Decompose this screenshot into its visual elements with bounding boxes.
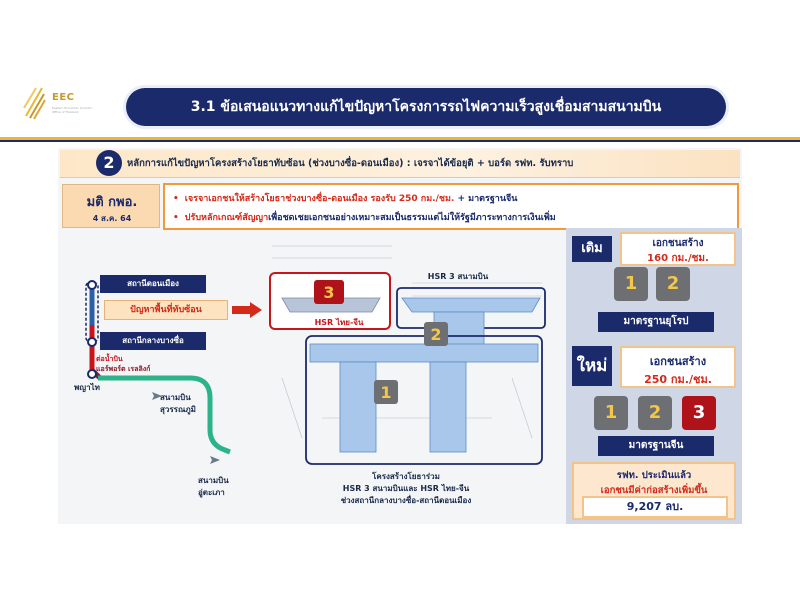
old-square-2: 2 <box>656 267 690 301</box>
green-line <box>98 375 231 455</box>
cost-line-2: เอกชนมีค่าก่อสร้างเพิ่มขึ้น <box>600 485 708 496</box>
eec-logo: EEC Eastern Economic Corridor Office of … <box>22 86 92 126</box>
label-hsr3: HSR 3 สนามบิน <box>427 272 489 281</box>
title-banner: 3.1 ข้อเสนอแนวทางแก้ไขปัญหาโครงการรถไฟคว… <box>126 88 726 126</box>
plane-icon-1 <box>152 392 162 400</box>
section-header-text: หลักการแก้ไขปัญหาโครงสร้างโยธาทับซ้อน (ช… <box>127 158 574 169</box>
bullet-dot: • <box>173 194 179 204</box>
suvarnabhumi-label-2: สุวรรณภูมิ <box>160 405 196 414</box>
thai-china-deck <box>281 297 381 313</box>
overlap-problem-label: ปัญหาพื้นที่ทับซ้อน <box>104 300 228 320</box>
logo-subtext: Eastern Economic Corridor Office of Thai… <box>52 106 92 114</box>
new-tag: ใหม่ <box>572 346 612 386</box>
new-standard: มาตรฐานจีน <box>598 436 714 456</box>
utapao-label-2: อู่ตะเภา <box>198 488 225 497</box>
bullet-1-part-b: รองรับ 250 กม./ชม. <box>370 194 455 204</box>
section-number: 2 <box>96 150 122 176</box>
drawing-caption-1: โครงสร้างโยธาร่วม <box>372 472 440 481</box>
crossbeam <box>309 343 539 363</box>
resolution-box: มติ กพอ. 4 ส.ค. 64 <box>62 184 160 228</box>
new-card-line-1: เอกชนสร้าง <box>649 355 707 368</box>
old-square-1: 1 <box>614 267 648 301</box>
phaya-thai-label: พญาไท <box>74 383 100 392</box>
makkasan-label: ต่อน้ำบิน <box>96 355 123 363</box>
old-card-line-1: เอกชนสร้าง <box>652 238 704 249</box>
badge-1 <box>374 380 398 404</box>
new-square-1: 1 <box>594 396 628 430</box>
page-title: 3.1 ข้อเสนอแนวทางแก้ไขปัญหาโครงการรถไฟคว… <box>190 99 662 115</box>
plane-icon-2 <box>210 456 220 464</box>
don-mueang-node <box>87 280 97 290</box>
hsr3-deck <box>401 297 541 313</box>
bullet-1-part-a: เจรจาเอกชนให้สร้างโยธาช่วงบางซื่อ-ดอนเมื… <box>184 194 371 204</box>
route-map-lines <box>85 280 231 464</box>
logo-text: EEC <box>52 92 75 103</box>
badge-2 <box>424 322 448 346</box>
pier-right <box>429 361 467 453</box>
station-bang-sue: สถานีกลางบางซื่อ <box>100 332 206 350</box>
header-divider-navy <box>0 140 800 142</box>
label-hsr-thai-china: HSR ไทย-จีน <box>314 318 364 327</box>
cost-value: 9,207 ลบ. <box>582 496 728 518</box>
badge-2-number: 2 <box>430 325 442 344</box>
bullet-2: • ปรับหลักเกณฑ์สัญญาเพื่อชดเชยเอกชนอย่างเ… <box>173 210 556 224</box>
bullet-1-part-c: + มาตรฐานจีน <box>454 194 518 204</box>
old-card-line-2: 160 กม./ชม. <box>647 253 709 264</box>
old-tag: เดิม <box>572 236 612 262</box>
resolution-title: มติ กพอ. <box>86 195 138 210</box>
bullet-dot: • <box>173 213 179 223</box>
header-divider-gold <box>0 137 800 140</box>
new-square-3: 3 <box>682 396 716 430</box>
new-card: เอกชนสร้าง 250 กม./ชม. <box>620 346 736 388</box>
station-don-mueang: สถานีดอนเมือง <box>100 275 206 293</box>
new-square-2: 2 <box>638 396 672 430</box>
resolution-date: 4 ส.ค. 64 <box>92 214 132 223</box>
phaya-thai-node <box>87 369 97 379</box>
pier-left <box>339 361 377 453</box>
bullet-2-part-a: ปรับหลักเกณฑ์สัญญา <box>184 213 269 223</box>
badge-3 <box>314 280 344 304</box>
drawing-caption-3: ช่วงสถานีกลางบางซื่อ-สถานีดอนเมือง <box>340 496 472 505</box>
structure-drawing <box>269 245 546 465</box>
old-card: เอกชนสร้าง 160 กม./ชม. <box>620 232 736 266</box>
suvarnabhumi-label-1: สนามบิน <box>160 393 191 402</box>
arrow-right-icon <box>232 302 262 318</box>
airport-rail-link-label: แอร์พอร์ต เรลลิงก์ <box>96 365 151 373</box>
badge-3-number: 3 <box>323 283 335 302</box>
bang-sue-node <box>87 337 97 347</box>
utapao-label-1: สนามบิน <box>198 476 229 485</box>
drawing-caption-2: HSR 3 สนามบินและ HSR ไทย-จีน <box>342 484 470 493</box>
eec-logo-mark-icon <box>23 87 46 120</box>
old-standard: มาตรฐานยุโรป <box>598 312 714 332</box>
bullet-1: • เจรจาเอกชนให้สร้างโยธาช่วงบางซื่อ-ดอนเม… <box>173 191 517 205</box>
bullet-2-part-b: เพื่อชดเชยเอกชนอย่างเหมาะสมเป็นธรรมแต่ไม… <box>268 213 556 223</box>
resolution-bullets: • เจรจาเอกชนให้สร้างโยธาช่วงบางซื่อ-ดอนเม… <box>163 183 739 230</box>
new-card-line-2: 250 กม./ชม. <box>644 373 712 386</box>
cost-line-1: รฟท. ประเมินแล้ว <box>616 470 692 481</box>
section-header-bar <box>60 150 740 178</box>
badge-1-number: 1 <box>380 383 392 402</box>
